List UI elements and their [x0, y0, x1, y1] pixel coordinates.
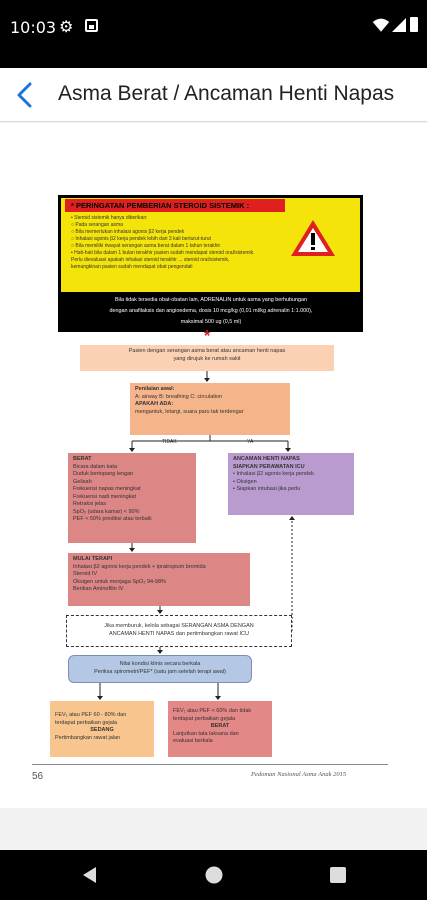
- box-line: A: airway B: breathing C: circulation: [135, 393, 223, 400]
- asterisk-mark: *: [204, 328, 211, 345]
- footer-divider: [32, 764, 388, 765]
- warning-line: • Steroid sistemik hanya diberikan:: [71, 215, 148, 221]
- wifi-icon: [372, 18, 390, 32]
- box-line: BERAT: [73, 456, 92, 462]
- box-line: Duduk bertopang lengan: [73, 471, 134, 477]
- box-line: BERAT: [210, 723, 230, 729]
- box-line: MULAI TERAPI: [73, 556, 113, 562]
- box-line: Steroid IV: [73, 571, 98, 577]
- moderate-outcome-box: FEV₁ atau PEF 60 - 80% dan terdapat perb…: [50, 701, 154, 757]
- cell-signal-icon: [392, 18, 406, 32]
- box-line: ANCAMAN HENTI NAPAS dan pertimbangkan ra…: [109, 630, 249, 637]
- respiratory-arrest-box: ANCAMAN HENTI NAPAS SIAPKAN PERAWATAN IC…: [228, 453, 354, 515]
- gear-icon: ⚙: [59, 19, 74, 36]
- clinical-evaluation-box: Nilai kondisi klinis secara berkala Peri…: [68, 655, 252, 683]
- warning-heading: * PERINGATAN PEMBERIAN STEROID SISTEMIK …: [65, 199, 285, 212]
- no-label: TIDAK: [162, 439, 177, 445]
- box-line: Periksa spirometri/PEF* (satu jam setela…: [94, 668, 226, 675]
- box-line: Inhalasi β2 agonis kerja pendek + ipratr…: [73, 563, 206, 570]
- image-icon: [85, 19, 98, 32]
- warning-line: • Hati-hati bila dalam 1 bulan terakhir …: [71, 250, 255, 256]
- box-line: mengantuk, letargi, suara paru tak terde…: [135, 408, 244, 415]
- adrenalin-line: Bila tidak tersedia obat-obatan lain, AD…: [114, 297, 308, 303]
- box-line: terdapat perbaikan gejala: [173, 715, 236, 722]
- box-line: Berikan Aminofilin IV: [73, 586, 124, 592]
- box-line: Retraksi jelas: [73, 501, 107, 507]
- warning-line: ○ Bila memiliki riwayat serangan asma be…: [71, 243, 221, 249]
- warning-inner-panel: * PERINGATAN PEMBERIAN STEROID SISTEMIK …: [61, 198, 360, 292]
- box-line: APAKAH ADA:: [135, 401, 174, 407]
- warning-line: ○ Inhalasi agonis β2 kerja pendek lebih …: [71, 236, 211, 242]
- warning-triangle-icon: [291, 220, 335, 256]
- box-line: Pasien dengan serangan asma berat atau a…: [128, 348, 286, 354]
- box-line: SpO₂ (udara kamar) < 90%: [73, 508, 140, 515]
- page-title: Asma Berat / Ancaman Henti Napas: [58, 82, 395, 105]
- steroid-warning-box: * PERINGATAN PEMBERIAN STEROID SISTEMIK …: [58, 195, 363, 332]
- document-page: * PERINGATAN PEMBERIAN STEROID SISTEMIK …: [0, 123, 427, 808]
- box-line: Bicara dalam kata: [73, 463, 118, 470]
- box-line: Gelisah: [73, 478, 92, 485]
- box-line: Frekuensi napas meningkat: [73, 486, 141, 492]
- initial-assessment-box: Penilaian awal: A: airway B: breathing C…: [130, 383, 290, 435]
- nav-home-icon[interactable]: [204, 865, 224, 885]
- box-line: Pertimbangkan rawat jalan: [55, 734, 121, 741]
- start-therapy-box: MULAI TERAPI Inhalasi β2 agonis kerja pe…: [68, 553, 250, 606]
- box-line: FEV₁ atau PEF < 60% dan tidak: [173, 708, 252, 714]
- box-line: • Oksigen: [233, 478, 257, 485]
- box-line: SEDANG: [90, 727, 114, 733]
- box-line: terdapat perbaikan gejala: [55, 719, 118, 726]
- battery-icon: [410, 17, 418, 32]
- navigation-bar: [0, 850, 427, 900]
- yes-label: YA: [247, 439, 254, 445]
- patient-box: Pasien dengan serangan asma berat atau a…: [80, 345, 334, 371]
- warning-line: ○ Pada serangan asma: [71, 222, 123, 228]
- warning-line: kemungkinan pasien sudah mendapat obat p…: [71, 264, 193, 270]
- box-line: Nilai kondisi klinis secara berkala: [119, 661, 201, 667]
- box-line: Penilaian awal:: [135, 386, 175, 392]
- box-line: • Siapkan intubasi jika perlu: [233, 486, 301, 492]
- box-line: SIAPKAN PERAWATAN ICU: [233, 463, 305, 470]
- clock: 10:03: [10, 18, 57, 37]
- document-viewer[interactable]: * PERINGATAN PEMBERIAN STEROID SISTEMIK …: [0, 123, 427, 850]
- worsening-box: Jika memburuk, kelola sebagai SERANGAN A…: [66, 615, 292, 647]
- nav-back-icon[interactable]: [80, 865, 100, 885]
- adrenalin-note: Bila tidak tersedia obat-obatan lain, AD…: [66, 295, 356, 328]
- box-line: Lanjutkan tata laksana dan: [173, 730, 239, 737]
- box-line: PEF < 50% prediksi atau terbaik: [73, 516, 152, 522]
- box-line: • Inhalasi β2 agonis kerja pendek: [233, 471, 314, 477]
- severe-outcome-box: FEV₁ atau PEF < 60% dan tidak terdapat p…: [168, 701, 272, 757]
- nav-recents-icon[interactable]: [328, 865, 348, 885]
- box-line: ANCAMAN HENTI NAPAS: [233, 456, 300, 462]
- page-number: 56: [32, 771, 44, 782]
- box-line: evaluasi berkala: [173, 738, 213, 744]
- warning-line: ○ Bila memerlukan inhalasi agonis β2 ker…: [71, 229, 185, 235]
- box-line: FEV₁ atau PEF 60 - 80% dan: [55, 712, 127, 718]
- warning-line: Perlu dievaluasi apakah inhalasi steroid…: [71, 257, 230, 263]
- status-bar: 10:03 ⚙: [0, 0, 427, 68]
- back-arrow-icon[interactable]: [12, 80, 38, 110]
- app-bar: Asma Berat / Ancaman Henti Napas: [0, 68, 427, 122]
- adrenalin-line: maksimal 500 ug (0,5 ml): [180, 319, 242, 325]
- box-line: yang dirujuk ke rumah sakit: [173, 355, 241, 362]
- page-footer-title: Pedoman Nasional Asma Anak 2015: [251, 771, 347, 778]
- severe-box: BERAT Bicara dalam kata Duduk bertopang …: [68, 453, 196, 543]
- adrenalin-line: dengan anafilaksis dan angioedema, dosis…: [109, 308, 313, 314]
- box-line: Jika memburuk, kelola sebagai SERANGAN A…: [104, 623, 254, 629]
- box-line: Oksigen untuk menjaga SpO₂ 94-98%: [73, 578, 166, 585]
- warning-lines: • Steroid sistemik hanya diberikan: ○ Pa…: [71, 215, 291, 271]
- box-line: Frekuensi nadi meningkat: [73, 493, 136, 500]
